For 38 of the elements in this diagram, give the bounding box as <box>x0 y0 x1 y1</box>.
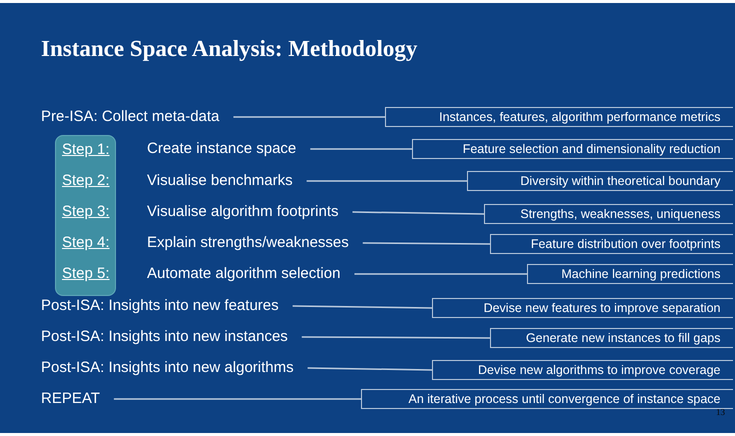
description-box: Diversity within theoretical boundary <box>467 171 732 191</box>
connector-line <box>306 180 467 182</box>
connector-line <box>114 398 361 400</box>
description-box: An iterative process until convergence of instance space <box>361 389 732 409</box>
description-box: Strengths, weaknesses, uniqueness <box>484 204 732 224</box>
step-label: Step 2: <box>62 172 110 190</box>
stage-text: REPEAT <box>41 390 100 408</box>
stage-text: Post-ISA: Insights into new features <box>41 297 279 315</box>
description-box: Generate new instances to fill gaps <box>490 328 732 348</box>
connector-line <box>362 242 490 245</box>
stage-text: Post-ISA: Insights into new algorithms <box>41 359 294 377</box>
slide-title: Instance Space Analysis: Methodology <box>41 36 418 62</box>
description-box: Feature distribution over footprints <box>490 234 732 254</box>
rounded-band <box>55 135 116 296</box>
stage-text: Post-ISA: Insights into new instances <box>41 328 288 346</box>
stage-text: Explain strengths/weaknesses <box>147 234 349 252</box>
step-label: Step 4: <box>62 234 110 252</box>
stage-text: Pre-ISA: Collect meta-data <box>41 108 220 126</box>
step-label: Step 3: <box>62 203 110 221</box>
connector-line <box>352 211 484 215</box>
connector-line <box>308 367 432 371</box>
page-number: 13 <box>716 407 725 417</box>
stage-text: Visualise algorithm footprints <box>147 203 338 221</box>
stage-text: Visualise benchmarks <box>147 172 293 190</box>
connector-line <box>233 116 385 118</box>
connector-line <box>310 148 412 150</box>
description-box: Machine learning predictions <box>527 264 732 284</box>
description-box: Instances, features, algorithm performance metrics <box>385 107 732 127</box>
connector-line <box>292 305 432 309</box>
description-box: Devise new features to improve separation <box>432 298 732 318</box>
step-label: Step 1: <box>62 141 110 159</box>
connector-line <box>302 336 490 339</box>
connector-line <box>354 273 527 275</box>
description-box: Feature selection and dimensionality reduction <box>412 139 732 159</box>
description-box: Devise new algorithms to improve coverage <box>432 360 732 380</box>
stage-text: Automate algorithm selection <box>147 265 340 283</box>
stage-text: Create instance space <box>147 140 296 158</box>
step-label: Step 5: <box>62 265 110 283</box>
